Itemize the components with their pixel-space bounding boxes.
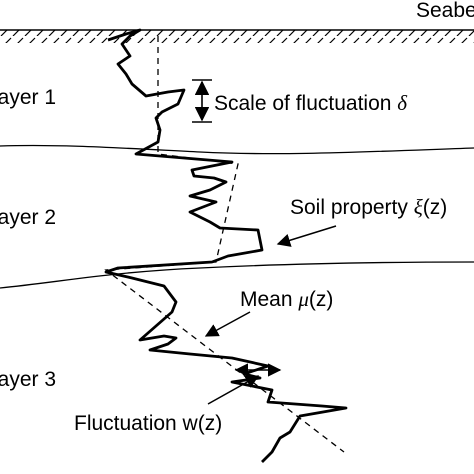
soil-text: Soil property <box>290 196 414 219</box>
layer-2-label: Layer 2 <box>0 206 56 229</box>
seabed-hatching <box>0 30 474 43</box>
mean-text: Mean <box>240 288 298 311</box>
soil-arg: (z) <box>423 196 448 219</box>
scale-text: Scale of fluctuation <box>214 92 397 115</box>
soil-property-profile <box>104 28 348 463</box>
layer-boundary-1-2 <box>0 144 474 155</box>
mean-arg: (z) <box>309 288 334 311</box>
soil-symbol: ξ <box>414 195 423 219</box>
mean-symbol: μ <box>297 287 309 311</box>
soil-property-label: Soil property ξ(z) <box>290 195 447 219</box>
scale-symbol: δ <box>397 91 408 115</box>
mean-arrow <box>204 311 251 337</box>
fluctuation-label: Fluctuation w(z) <box>74 412 222 435</box>
layer-1-label: Layer 1 <box>0 86 56 109</box>
layer-3-label: Layer 3 <box>0 368 56 391</box>
mean-label: Mean μ(z) <box>240 287 333 311</box>
fluctuation-arrow <box>207 375 260 405</box>
scale-of-fluctuation-label: Scale of fluctuation δ <box>214 91 408 115</box>
soil-property-arrow <box>276 225 337 247</box>
seabed-label: Seabed <box>416 0 474 22</box>
layer-boundary-2-3 <box>0 261 474 289</box>
